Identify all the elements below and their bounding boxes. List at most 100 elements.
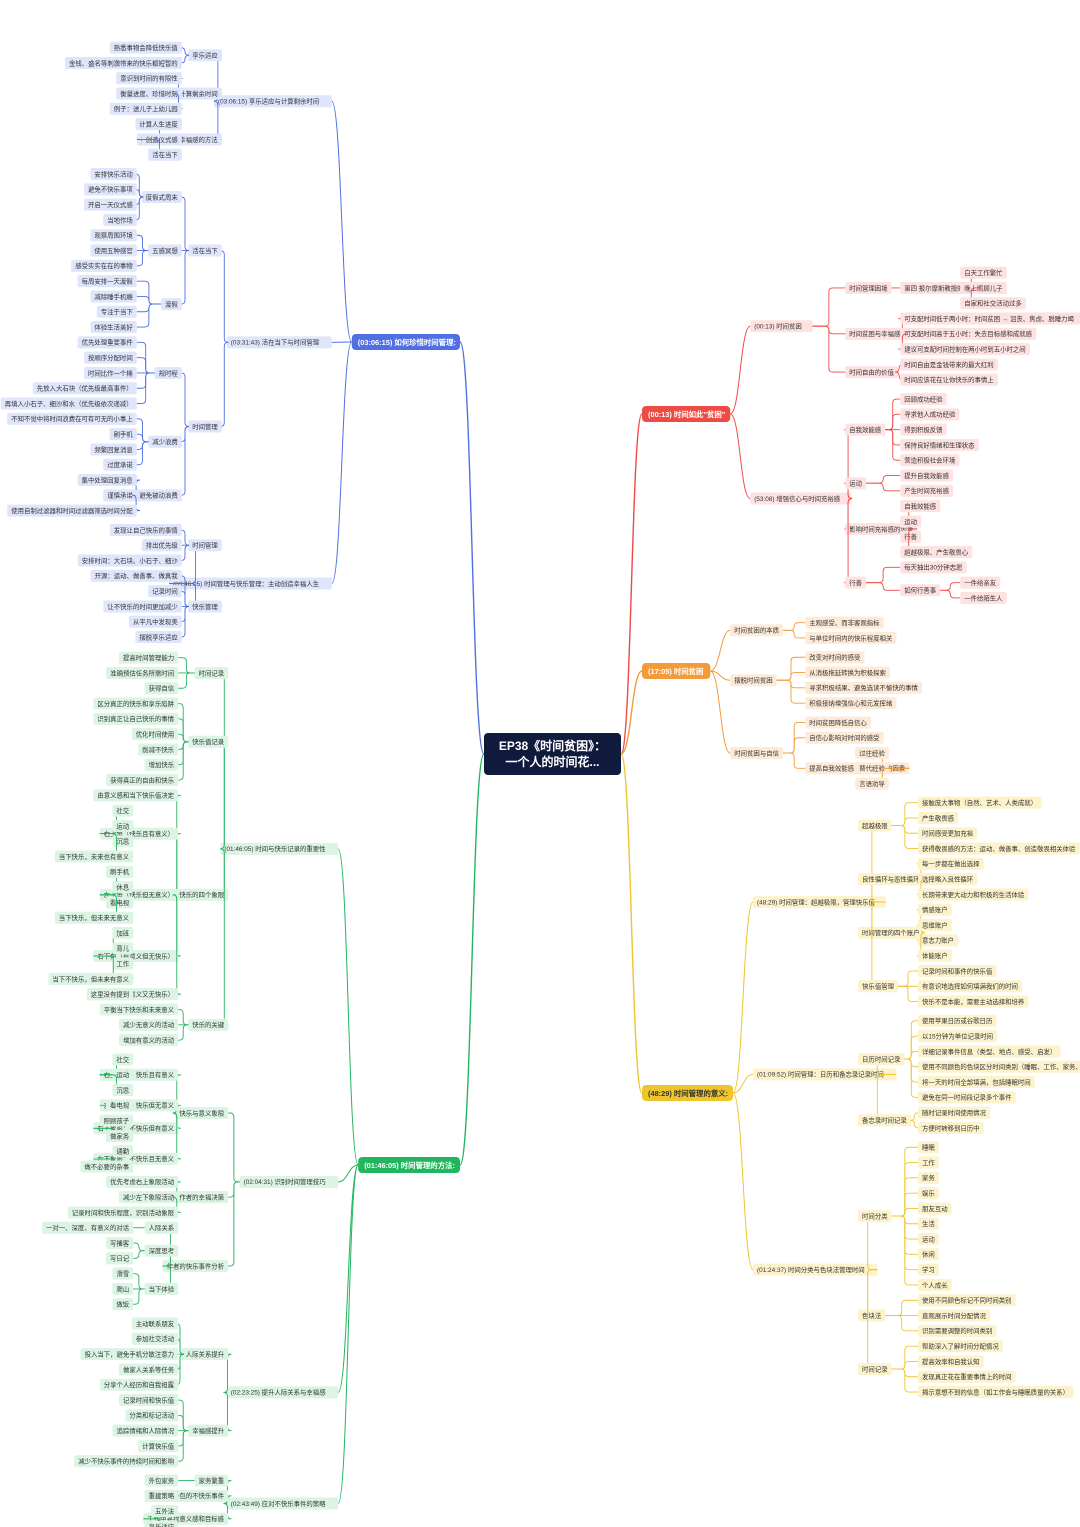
blue-group-sub[interactable]: 活在当下: [192, 246, 218, 255]
blue-group-sub-sub[interactable]: 减少浪费: [152, 437, 178, 446]
yellow-group-sub-leaf[interactable]: 揭示意想不到的信息（如工作会与睡眠质量的关系）: [922, 1387, 1069, 1396]
blue-group-sub-leaf[interactable]: 排出优先级: [146, 541, 179, 550]
blue-group-sub-sub[interactable]: 五感冥想: [152, 246, 178, 255]
blue-group-sub-leaf[interactable]: 记录时间: [152, 586, 178, 595]
yellow-group-sub-leaf[interactable]: 选择略入良性循环: [922, 874, 974, 883]
yellow-group-sub-leaf[interactable]: 时间感受更加充裕: [922, 829, 974, 838]
red-group-sub-leaf[interactable]: 时间应该花在让你快乐的事情上: [904, 375, 994, 384]
red-group-sub-sub-leaf[interactable]: 一件给亲友: [964, 578, 997, 587]
orange-group-sub-leaf[interactable]: 替代经验: [859, 764, 885, 773]
yellow-group-sub-leaf[interactable]: 生活: [922, 1219, 935, 1228]
blue-group[interactable]: (03:31:43) 活在当下与时间管理: [231, 338, 320, 347]
green-group-sub-leaf[interactable]: 准确预估任务所需时间: [110, 668, 174, 677]
yellow-group-sub-leaf[interactable]: 思维账户: [922, 920, 948, 929]
yellow-group-sub-leaf[interactable]: 直观展示时间分配情况: [922, 1311, 987, 1320]
yellow-group-sub-leaf[interactable]: 家务: [922, 1173, 935, 1182]
red-group-sub-leaf[interactable]: 可支配时间低于两小时：时间贫困 → 沮丧、焦虑、脱睡力竭: [904, 314, 1074, 323]
green-group-sub-leaf[interactable]: 增加快乐: [149, 760, 175, 769]
red-group-sub-leaf[interactable]: 回顾成功经验: [904, 394, 943, 403]
orange-group-sub[interactable]: 从消极拖延转换为积极探索: [809, 668, 886, 677]
red-group-sub-sub-leaf[interactable]: 一件给陌生人: [964, 593, 1003, 602]
green-group-sub[interactable]: 快乐与意义象限: [179, 1108, 224, 1117]
yellow-group-sub-leaf[interactable]: 以15分钟为单位记录时间: [922, 1031, 993, 1040]
yellow-group-sub-leaf[interactable]: 睡眠: [922, 1144, 935, 1152]
green-group-sub-sub[interactable]: 右下象限：不快乐但有意义: [97, 1124, 174, 1133]
orange-group[interactable]: 时间贫困的本质: [734, 626, 779, 635]
green-group-sub-leaf[interactable]: 重建策略: [149, 1491, 175, 1500]
blue-group-sub[interactable]: 计算剩余时间: [179, 89, 217, 98]
green-group-sub-sub-leaf[interactable]: 看电视: [110, 898, 130, 907]
blue-group-sub-sub-leaf[interactable]: 过度承诺: [107, 460, 133, 469]
blue-group-sub-leaf[interactable]: 发现让自己快乐的事情: [114, 525, 179, 534]
green-group-sub-sub-leaf[interactable]: 滑雪: [116, 1269, 129, 1278]
blue-group-sub-sub-leaf[interactable]: 先放入大石块（优先级最高事件）: [37, 384, 133, 393]
green-group-sub-sub-leaf[interactable]: 一对一、深度、有意义的对话: [46, 1223, 130, 1232]
red-group-sub[interactable]: 行善: [849, 578, 862, 587]
green-group-sub-sub-leaf[interactable]: 照顾孩子: [104, 1116, 130, 1125]
green-group-sub-sub-leaf[interactable]: 育儿: [116, 944, 129, 953]
green-group[interactable]: (02:43:49) 应对不快乐事件的策略: [231, 1499, 326, 1508]
red-group-sub-leaf[interactable]: 保持良好情绪和生理状态: [904, 440, 975, 449]
green-group-sub-sub-leaf[interactable]: 社交: [116, 806, 129, 815]
blue-group-sub-sub-leaf[interactable]: 刷手机: [114, 429, 134, 438]
orange-group-sub-leaf[interactable]: 言语劝导: [859, 779, 885, 788]
blue-group-sub-sub-leaf[interactable]: 减除睡手机瘾: [94, 292, 133, 301]
blue-group-sub-sub-leaf[interactable]: 每周安排一天渡假: [82, 276, 134, 285]
green-group-sub-leaf[interactable]: 做家人关系等任务: [123, 1365, 175, 1374]
blue-group-sub-sub-leaf[interactable]: 频繁回复消息: [94, 445, 133, 454]
yellow-group-sub[interactable]: 日历时间记录: [862, 1054, 901, 1063]
blue-group-sub-sub-leaf[interactable]: 不知不觉中将时间浪费在可有可无的小事上: [11, 414, 133, 423]
green-group-sub-leaf[interactable]: 分享个人经历和自我袒露: [104, 1380, 175, 1389]
green-group-sub-sub-leaf[interactable]: 运动: [116, 1071, 129, 1079]
yellow-group-sub-leaf[interactable]: 接触庞大事物（自然、艺术、人类成就）: [922, 798, 1037, 807]
red-group-sub[interactable]: 时间贫困与幸福感: [849, 329, 901, 338]
green-group-sub-sub[interactable]: 左下象限：不快乐且无意义: [97, 1154, 174, 1163]
green-group-sub-leaf[interactable]: 主动联系朋友: [136, 1319, 175, 1328]
green-group-sub-sub[interactable]: 右上象限：快乐且有意义: [104, 1070, 175, 1079]
yellow-group-sub[interactable]: 时间管理的四个账户: [862, 928, 920, 937]
blue-group-sub-sub[interactable]: 避免被动浪费: [139, 491, 178, 500]
green-group[interactable]: (01:46:05) 时间与快乐记录的重要性: [224, 844, 326, 853]
red-group[interactable]: (53:08) 增强信心与时间充裕感: [754, 494, 841, 503]
blue-group-sub-sub-leaf[interactable]: 当地作场: [107, 215, 133, 224]
blue-group-sub[interactable]: 享乐适应: [192, 51, 218, 60]
green-group-sub-leaf[interactable]: 优先考虑右上象限活动: [110, 1177, 175, 1186]
blue-group-sub[interactable]: 时间管理: [192, 541, 218, 550]
green-group-sub[interactable]: 无法外包的不快乐事件: [160, 1491, 225, 1500]
red-group-sub[interactable]: 影响时间充裕感的因素: [849, 524, 914, 533]
red-group-sub-leaf[interactable]: 得到积极反馈: [904, 425, 943, 434]
green-group-sub-sub[interactable]: 深度思考: [149, 1246, 175, 1255]
green-group-sub[interactable]: 家务繁重: [199, 1476, 225, 1485]
yellow-group[interactable]: (01:09:52) 时间管理：日历和备忘录记录时间: [757, 1070, 884, 1079]
yellow-group-sub-leaf[interactable]: 帮助深入了解时间分配情况: [922, 1341, 999, 1350]
blue-group-sub-sub-leaf[interactable]: 优先处理重要事件: [82, 338, 134, 347]
green-group-sub-leaf[interactable]: 五外法: [155, 1506, 175, 1515]
green-group-sub-sub-leaf[interactable]: 当下快乐，未来也有意义: [59, 852, 130, 861]
green-group[interactable]: (02:04:31) 识别时间管理技巧: [244, 1177, 327, 1186]
orange-group-sub-leaf[interactable]: 过往经验: [859, 748, 885, 757]
yellow-group-sub-leaf[interactable]: 使用不同颜色的色块区分时间类别（睡眠、工作、家务、生活）: [922, 1062, 1080, 1071]
blue-group-sub-sub-leaf[interactable]: 再填入小石子、细沙和水（优先级依次递减）: [5, 399, 133, 408]
yellow-group-sub-leaf[interactable]: 获得敬畏感的方法：运动、做善事、创造敬畏相关体验: [922, 844, 1076, 853]
green-group-sub[interactable]: 快乐的四个象限: [179, 890, 224, 899]
green-group-sub-sub[interactable]: 左上角（快乐但无意义）: [104, 890, 174, 899]
root-node[interactable]: EP38《时间贫困》： 一个人的时间花...: [484, 733, 621, 775]
green-group-sub-sub-leaf[interactable]: 运动: [116, 822, 129, 830]
yellow-group-sub-leaf[interactable]: 长期带来更大动力和积极的生活体验: [922, 890, 1025, 899]
red-group-sub-sub[interactable]: 第四 报尔摩斯教授的困境: [904, 283, 977, 292]
red-group-sub-leaf[interactable]: 自我效能感: [904, 501, 937, 510]
green-group-sub-sub-leaf[interactable]: 当下快乐，但未来无意义: [59, 913, 130, 922]
blue-group-sub-leaf[interactable]: 金钱、盛名等刺激带来的快乐都短暂的: [69, 58, 178, 67]
blue-group-sub-leaf[interactable]: 计算人生进度: [139, 119, 178, 128]
red-group-sub[interactable]: 时间管理困境: [849, 283, 888, 292]
green-group-sub-sub[interactable]: 由意义感和当下快乐值决定: [97, 791, 174, 800]
blue-group-sub-leaf[interactable]: 活在当下: [152, 150, 178, 159]
green-group-sub-sub-leaf[interactable]: 社交: [116, 1055, 129, 1064]
green-group-sub[interactable]: 作者的快乐事件分析: [167, 1261, 225, 1270]
green-group-sub-leaf[interactable]: 提高时间管理能力: [123, 653, 174, 662]
blue-group-sub-leaf[interactable]: 让不快乐的时间更加减少: [107, 602, 178, 611]
green-group-sub-sub-leaf[interactable]: 这里没有提到: [91, 990, 129, 999]
red-group-sub[interactable]: 时间自由的价值: [849, 367, 894, 376]
blue-group-sub-sub-leaf[interactable]: 按顺序分配时间: [88, 353, 133, 362]
yellow-group-sub-leaf[interactable]: 情感账户: [922, 905, 948, 914]
